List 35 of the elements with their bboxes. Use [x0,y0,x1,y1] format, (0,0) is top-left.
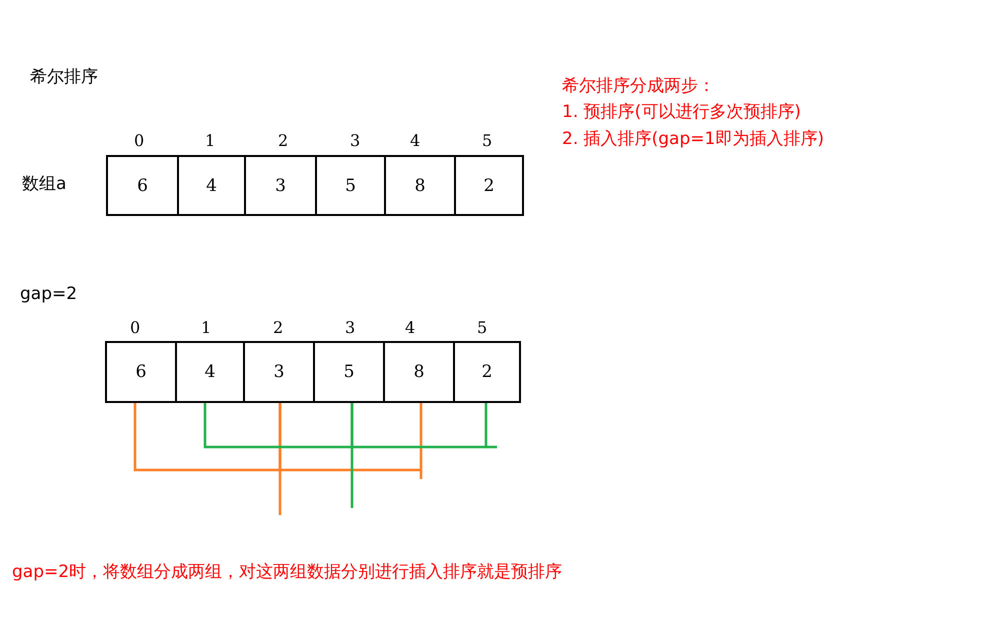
index-number: 4 [410,131,420,150]
index-number: 3 [345,318,356,337]
note-text: 希尔排序分成两步： [562,75,715,97]
array-cell: 4 [177,155,246,216]
note-text: 2. 插入排序(gap=1即为插入排序) [562,128,824,150]
array-cell: 6 [105,341,177,403]
index-number: 0 [130,318,140,337]
array-cell: 2 [454,155,524,216]
row-label: gap=2 [20,284,78,304]
bracket-connector [134,402,282,472]
index-number: 0 [134,131,144,150]
index-number: 1 [205,131,216,150]
array-cell: 5 [313,341,385,403]
index-number: 5 [477,318,488,337]
row-label: 数组a [22,173,66,195]
array-cell: 8 [384,155,456,216]
array-cell: 6 [106,155,179,216]
array-cell: 2 [453,341,521,403]
bracket-connector [350,402,488,448]
array-cell: 3 [244,155,317,216]
index-number: 1 [201,318,212,337]
title: 希尔排序 [30,66,98,88]
array-cell: 3 [243,341,315,403]
bracket-connector [278,402,422,472]
index-number: 2 [278,131,288,150]
bracket-connector [204,402,354,448]
index-number: 5 [482,131,492,150]
note-text: gap=2时，将数组分成两组，对这两组数据分别进行插入排序就是预排序 [12,561,564,584]
array-cell: 8 [383,341,455,403]
note-text: 1. 预排序(可以进行多次预排序) [562,101,801,123]
array-cell: 5 [315,155,386,216]
index-number: 2 [273,318,284,337]
array-cell: 4 [175,341,245,403]
index-number: 3 [350,131,360,150]
index-number: 4 [405,318,416,337]
